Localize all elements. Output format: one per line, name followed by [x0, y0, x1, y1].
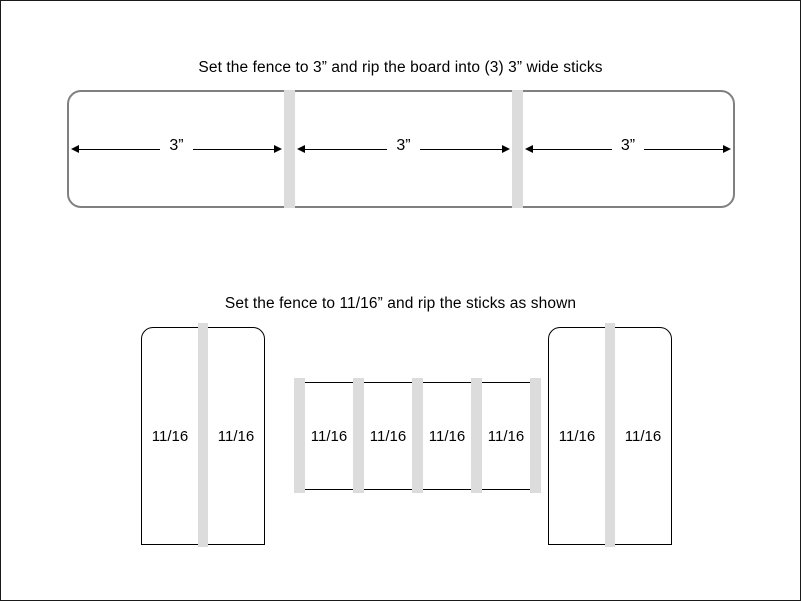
board-outline	[67, 90, 735, 208]
board-dimension-2: 3”	[297, 137, 511, 159]
stick-piece: 11/16	[422, 382, 472, 490]
stick-label: 11/16	[558, 427, 596, 445]
stick-label: 11/16	[217, 427, 255, 445]
kerf-strip	[353, 378, 364, 493]
stick-label: 11/16	[369, 427, 407, 445]
arrow-right-icon	[723, 145, 732, 153]
stick-group-left: 11/16 11/16	[141, 323, 265, 547]
kerf-strip	[198, 323, 208, 547]
dimension-line	[79, 148, 161, 150]
stick-piece: 11/16	[614, 327, 672, 545]
step-1-caption: Set the fence to 3” and rip the board in…	[198, 59, 603, 76]
dimension-line	[305, 148, 388, 150]
step-2-caption: Set the fence to 11/16” and rip the stic…	[224, 295, 577, 312]
stick-piece: 11/16	[207, 327, 265, 545]
kerf-strip	[471, 378, 482, 493]
board-dimension-1: 3”	[71, 137, 283, 159]
arrow-left-icon	[297, 145, 305, 153]
arrow-left-icon	[71, 145, 79, 153]
dimension-label: 3”	[169, 137, 184, 154]
stick-piece: 11/16	[363, 382, 413, 490]
dimension-line	[419, 148, 503, 150]
board-diagram: 3” 3” 3”	[67, 90, 735, 208]
stick-piece: 11/16	[481, 382, 531, 490]
stick-group-right: 11/16 11/16	[548, 323, 672, 547]
dimension-line	[644, 148, 724, 150]
stick-piece: 11/16	[141, 327, 199, 545]
kerf-strip	[294, 378, 305, 493]
board-dimension-3: 3”	[525, 137, 732, 159]
stick-piece: 11/16	[304, 382, 354, 490]
kerf-strip	[530, 378, 541, 493]
stick-label: 11/16	[151, 427, 189, 445]
arrow-left-icon	[525, 145, 533, 153]
dimension-label: 3”	[396, 137, 411, 154]
dimension-line	[192, 148, 275, 150]
dimension-label: 3”	[620, 137, 636, 154]
kerf-strip	[412, 378, 423, 493]
arrow-right-icon	[274, 145, 283, 153]
stick-label: 11/16	[487, 427, 525, 445]
stick-label: 11/16	[428, 427, 466, 445]
kerf-strip	[605, 323, 615, 547]
arrow-right-icon	[502, 145, 511, 153]
board-kerf-strip-2	[512, 90, 523, 208]
dimension-line	[533, 148, 612, 150]
stick-piece: 11/16	[548, 327, 606, 545]
stick-group-middle: 11/16 11/16 11/16 11/16	[294, 378, 541, 493]
stick-label: 11/16	[310, 427, 348, 445]
stick-label: 11/16	[624, 427, 662, 445]
board-kerf-strip-1	[284, 90, 295, 208]
